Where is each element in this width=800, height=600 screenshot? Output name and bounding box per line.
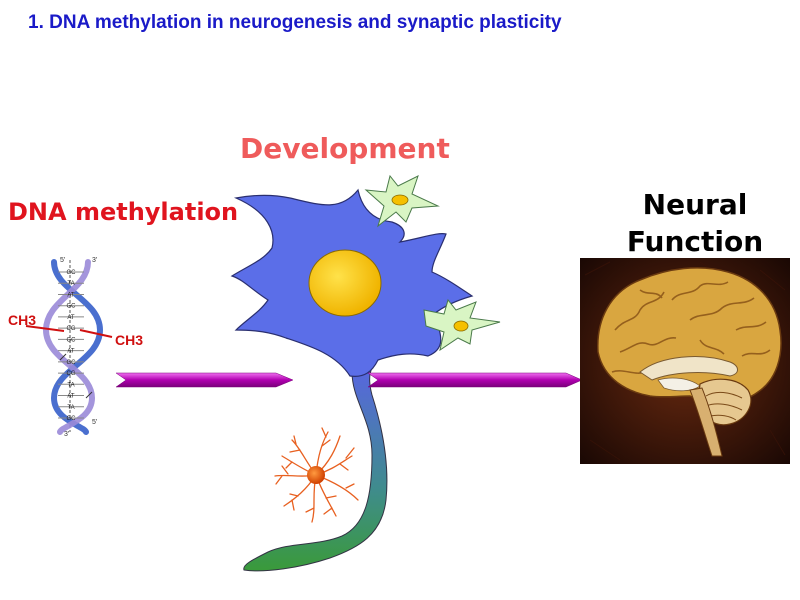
brainstem bbox=[689, 387, 723, 457]
slide-title: 1. DNA methylation in neurogenesis and s… bbox=[28, 12, 562, 33]
brain-gyri bbox=[611, 281, 771, 374]
base-pair-label: GC bbox=[67, 416, 77, 422]
neural-function-label: Neural Function bbox=[610, 186, 780, 260]
brain-image bbox=[580, 258, 790, 464]
strand-label: 3' bbox=[92, 257, 97, 264]
development-label: Development bbox=[240, 132, 450, 165]
microglia-icon bbox=[274, 427, 359, 523]
base-pair-label: GC bbox=[67, 270, 77, 276]
base-pair-label: AT bbox=[67, 315, 75, 321]
base-pair-label: TA bbox=[67, 382, 74, 388]
base-pair-label: CG bbox=[67, 326, 76, 332]
glial-nucleus bbox=[453, 320, 469, 332]
base-pair-label: AT bbox=[67, 349, 75, 355]
dna-methylation-label: DNA methylation bbox=[8, 198, 239, 226]
arrow-icon bbox=[85, 391, 93, 399]
base-pair-label: GC bbox=[67, 337, 77, 343]
glial-cell-icon bbox=[364, 174, 440, 228]
dna-helix-icon: GC TA AT GC AT CG GC AT GC CG TA AT TA GC 5' 3' 3' 5' bbox=[25, 257, 113, 438]
strand-label: 5' bbox=[60, 257, 65, 264]
arrow-icon bbox=[59, 353, 67, 361]
methyl-line-right bbox=[79, 329, 113, 338]
base-pair-label: CG bbox=[67, 371, 76, 377]
neuron-nucleus bbox=[308, 249, 382, 317]
base-pair-label: GC bbox=[67, 304, 77, 310]
base-pairs: GC TA AT GC AT CG GC AT GC CG TA AT TA GC bbox=[58, 270, 84, 422]
base-pair-label: AT bbox=[67, 292, 75, 298]
base-pair-label: TA bbox=[67, 405, 74, 411]
glial-cell-icon bbox=[423, 298, 501, 352]
methyl-group-label: CH3 bbox=[8, 312, 37, 328]
axon bbox=[243, 367, 388, 572]
process-arrow-2 bbox=[367, 372, 583, 388]
glial-nucleus bbox=[391, 194, 409, 206]
process-arrow-1 bbox=[115, 372, 294, 388]
base-pair-label: GC bbox=[67, 360, 77, 366]
strand-label: 5' bbox=[92, 419, 97, 426]
microglia-soma bbox=[307, 466, 325, 484]
neural-function-line1: Neural bbox=[642, 188, 748, 221]
methyl-line-left bbox=[25, 325, 65, 332]
corpus-callosum bbox=[639, 356, 738, 381]
base-pair-label: AT bbox=[67, 394, 75, 400]
helix-strand-purple bbox=[42, 259, 96, 435]
base-pair-label: TA bbox=[67, 281, 74, 287]
strand-label: 3' bbox=[64, 431, 69, 438]
methyl-group-label: CH3 bbox=[115, 332, 144, 348]
neural-function-line2: Function bbox=[626, 225, 764, 258]
